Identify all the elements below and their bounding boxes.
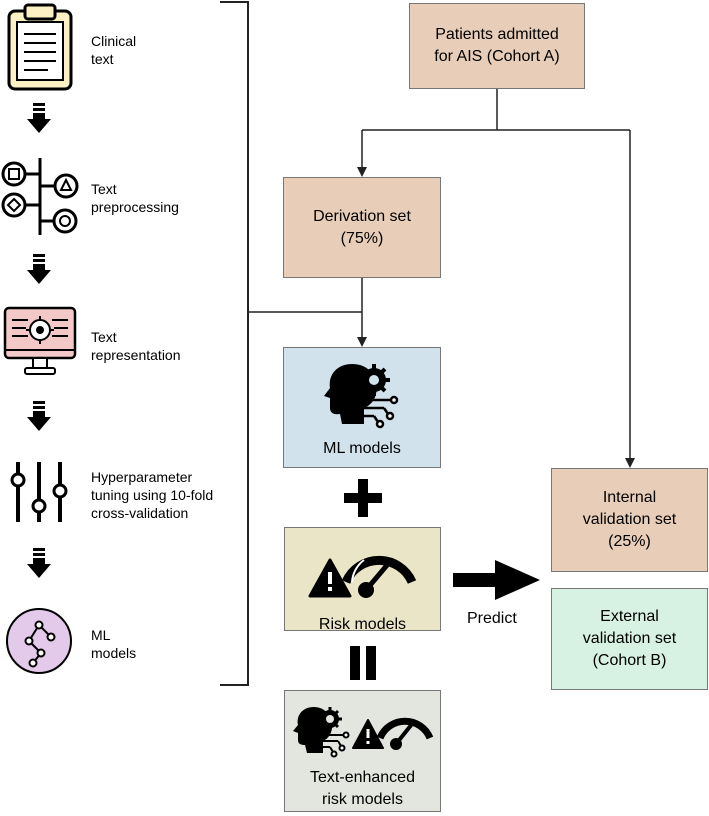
step-label-line: ML [91,627,111,643]
ml-models-label: ML models [323,440,401,457]
text-enhanced-line: risk models [322,791,403,808]
text-enhanced-box: Text-enhanced risk models [284,690,441,812]
risk-models-box: Risk models [284,527,441,633]
clipboard-icon [7,3,73,91]
text-enhanced-icons [292,703,434,758]
step-label-line: Clinical [91,33,137,49]
ml-models-box: ML models [283,347,441,468]
step-label-line: preprocessing [91,199,179,215]
step-label-line: Text [91,181,117,197]
sliders-icon [10,462,68,522]
derivation-line: (75%) [340,229,384,247]
ai-head-gear-icon [292,707,349,758]
internal-line: Internal [602,489,657,506]
external-line: External [600,608,659,625]
external-line: validation set [582,630,677,647]
predict-label: Predict [467,610,517,627]
ai-head-gear-icon [324,364,399,429]
pipeline-step-clinical-text: Clinical text [91,32,136,68]
pipeline-bracket [220,1,249,686]
plus-icon [344,479,382,517]
pipeline-step-representation: Text representation [91,328,181,364]
step-label-line: Hyperparameter [91,469,193,485]
step-label-line: tuning using 10-fold [91,487,214,503]
external-validation-box: External validation set (Cohort B) [551,588,708,690]
pipeline-step-preprocessing: Text preprocessing [91,180,179,216]
predict-arrow [453,560,540,600]
text-enhanced-line: Text-enhanced [310,769,415,786]
down-arrow-icon [27,254,51,284]
monitor-gear-icon [3,306,77,375]
equals-icon [350,646,376,680]
derivation-set-box: Derivation set (75%) [283,177,441,278]
step-label-line: cross-validation [91,505,189,521]
derivation-line: Derivation set [313,207,411,225]
step-label-line: text [91,51,114,67]
step-label-line: models [91,645,137,661]
step-label-line: representation [91,347,181,363]
pipeline-step-hyperparameter: Hyperparameter tuning using 10-fold cros… [91,468,213,522]
internal-line: validation set [582,511,677,528]
warning-gauge-icon [308,555,416,598]
flowchart-icon [1,158,79,235]
internal-validation-box: Internal validation set (25%) [551,468,708,572]
down-arrow-icon [27,103,51,133]
patients-line: Patients admitted [435,26,559,43]
down-arrow-icon [27,401,51,431]
warning-gauge-icon [351,717,433,750]
internal-line: (25%) [608,533,651,550]
risk-models-label: Risk models [318,616,407,633]
patients-box: Patients admitted for AIS (Cohort A) [409,3,585,89]
step-label-line: Text [91,329,117,345]
pipeline-step-ml-models: ML models [91,626,136,662]
patients-line: for AIS (Cohort A) [434,48,560,65]
down-arrow-icon [27,548,51,578]
external-line: (Cohort B) [592,652,667,669]
tree-network-icon [6,608,72,674]
